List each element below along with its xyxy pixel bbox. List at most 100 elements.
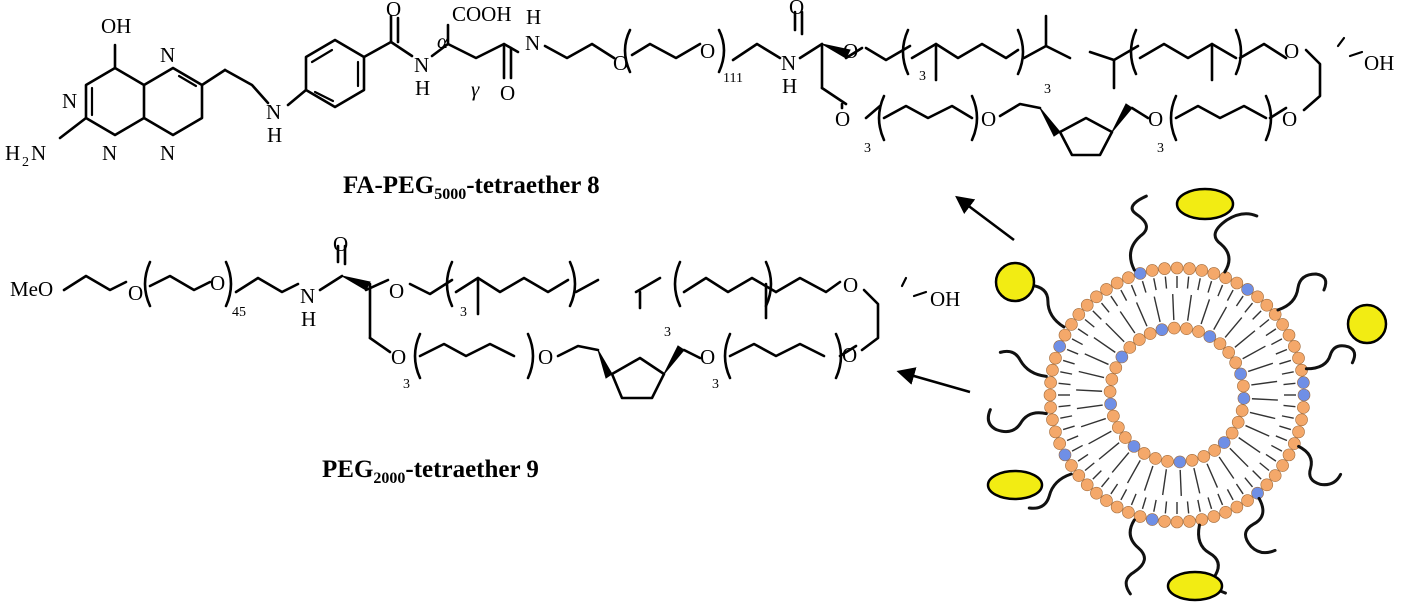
lipid-tail [1224, 317, 1243, 338]
label-h2n-h: H [5, 141, 20, 165]
label-oh: OH [1364, 51, 1394, 75]
peg-linker-9 [62, 260, 300, 308]
lipid-head [1207, 510, 1221, 523]
lipid-tail [1058, 382, 1071, 386]
lipid-head [1207, 267, 1221, 280]
lipid-head [1133, 510, 1147, 523]
lipid-tail [1110, 483, 1119, 495]
lipid-head [1241, 283, 1254, 296]
lipid-tail [1105, 322, 1125, 343]
label-rep-3: 3 [664, 325, 671, 340]
label-n: N [102, 141, 117, 165]
lipid-tail [1066, 348, 1079, 355]
lipid-tail [1217, 284, 1224, 297]
label-o: O [386, 0, 401, 21]
peg-chain [1027, 472, 1073, 510]
tetraether-core-8 [793, 10, 1364, 157]
lipid-tail [1251, 398, 1278, 401]
label-o: O [981, 107, 996, 131]
title-8-suffix: -tetraether 8 [466, 172, 599, 199]
peg-chain [1128, 194, 1148, 272]
lipid-tail [1084, 462, 1095, 472]
lipid-head [1155, 323, 1169, 337]
lipid-tail [1229, 447, 1249, 468]
lipid-head [1230, 276, 1244, 290]
peg-chain [1276, 272, 1328, 312]
lipid-tail [1110, 295, 1119, 307]
label-o: O [1284, 39, 1299, 63]
lipid-tail [1071, 444, 1083, 452]
peg-linker-8 [543, 28, 782, 74]
lipid-head [1049, 351, 1062, 365]
lipid-tail [1217, 493, 1224, 506]
lipid-head [1297, 376, 1310, 389]
lipid-tail [1119, 311, 1136, 334]
label-n: N [160, 43, 175, 67]
lipid-head [1292, 351, 1305, 365]
peg-chain [998, 349, 1048, 378]
lipid-head [1230, 500, 1244, 514]
title-9-suffix: -tetraether 9 [405, 456, 538, 483]
label-o: O [1148, 107, 1163, 131]
label-n: N [781, 51, 796, 75]
lipid-head [1260, 298, 1274, 312]
glutamate-chain [430, 23, 520, 80]
lipid-head [1065, 318, 1078, 331]
lipid-head [1217, 436, 1231, 449]
lipid-head [1058, 328, 1072, 342]
lipid-tail [1172, 294, 1175, 321]
lipid-head [1229, 356, 1242, 369]
lipid-head [1158, 515, 1171, 528]
pteridine-ring [58, 43, 270, 140]
lipid-tail [1200, 299, 1211, 325]
lipid-tail [1213, 306, 1228, 330]
peg-chain [1244, 496, 1277, 555]
lipid-tail [1076, 389, 1103, 392]
lipid-tail [1265, 453, 1277, 462]
lipid-tail [1271, 444, 1283, 452]
lipid-head [1107, 409, 1120, 423]
label-n: N [266, 100, 281, 124]
lipid-head [1110, 276, 1124, 290]
lipid-tail [1207, 280, 1213, 293]
lipid-head [1173, 455, 1187, 469]
lipid-tail [1279, 425, 1292, 431]
lipid-tail [1226, 289, 1234, 301]
peg-chain [1297, 444, 1343, 487]
lipid-head [1049, 425, 1062, 439]
label-h2n-n: N [31, 141, 46, 165]
lipid-tail [1186, 501, 1190, 514]
lipid-head [1276, 318, 1289, 331]
peg-chain [1304, 344, 1357, 371]
lipid-head [1219, 271, 1232, 284]
peg-chain [1028, 283, 1066, 329]
lipid-tail [1100, 302, 1110, 313]
lipid-tail [1092, 310, 1102, 320]
lipid-head [1219, 506, 1232, 519]
folate-ligand [986, 469, 1044, 501]
lipid-head [1046, 413, 1059, 427]
label-gamma: γ [471, 77, 480, 101]
title-9-main: PEG [322, 456, 373, 483]
label-n: N [525, 31, 540, 55]
lipid-tail [1062, 359, 1075, 365]
compound-9-title: PEG2000-tetraether 9 [322, 456, 539, 487]
lipid-head [1145, 513, 1159, 526]
lipid-tail [1235, 483, 1244, 495]
lipid-tail [1186, 294, 1193, 321]
lipid-tail [1275, 435, 1288, 442]
lipid-tail [1084, 353, 1109, 366]
lipid-tail [1244, 477, 1254, 488]
lipid-tail [1141, 497, 1147, 510]
label-o: O [842, 343, 857, 367]
lipid-tail [1060, 415, 1073, 419]
lipid-tail [1161, 469, 1168, 496]
lipid-tail [1206, 463, 1219, 488]
label-rep-3: 3 [1157, 141, 1164, 156]
arrows [896, 195, 1015, 394]
lipid-head [1195, 513, 1209, 526]
lipid-tail [1058, 404, 1071, 408]
lipid-head [1251, 486, 1264, 500]
lipid-head [1046, 363, 1059, 377]
label-o: O [835, 107, 850, 131]
